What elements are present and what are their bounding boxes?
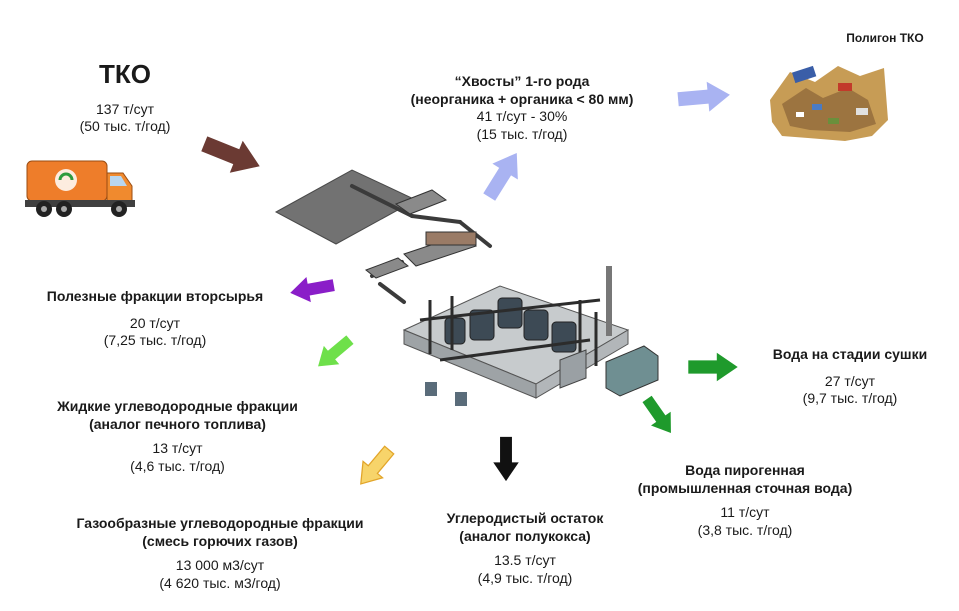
tails-block: “Хвосты” 1-го рода (неорганика + органик…: [372, 73, 672, 143]
recyclables-rate-day: 20 т/сут: [129, 314, 181, 331]
drying-water-rate-year: (9,7 тыс. т/год): [802, 390, 898, 406]
input-block: ТКО 137 т/сут (50 тыс. т/год): [60, 58, 190, 136]
liquid-rate-day: 13 т/сут: [152, 440, 203, 456]
recyclables-rate-year: (7,25 тыс. т/год): [103, 332, 207, 348]
carbon-rate-day: 13.5 т/сут: [494, 552, 556, 568]
liquid-fraction-block: Жидкие углеводородные фракции (аналог пе…: [25, 398, 330, 475]
drying-water-title: Вода на стадии сушки: [772, 346, 928, 362]
gas-rate-year: (4 620 тыс. м3/год): [159, 574, 281, 591]
liquid-rate-year: (4,6 тыс. т/год): [130, 457, 225, 474]
drying-water-block: Вода на стадии сушки 27 т/сут (9,7 тыс. …: [745, 346, 955, 408]
gas-title-line2: (смесь горючих газов): [142, 532, 298, 549]
waste-plant-3d-model: [274, 169, 659, 406]
input-title: ТКО: [99, 59, 151, 89]
carbon-rate-year: (4,9 тыс. т/год): [477, 569, 573, 586]
pyro-water-rate-year: (3,8 тыс. т/год): [697, 521, 793, 538]
input-arrow: [197, 127, 267, 183]
tails-title-line1: “Хвосты” 1-го рода: [454, 73, 590, 89]
liquid-title-line2: (аналог печного топлива): [89, 415, 266, 432]
landfill-image: [770, 65, 888, 141]
recyclables-block: Полезные фракции вторсырья 20 т/сут (7,2…: [10, 288, 300, 350]
drying-water-rate-day: 27 т/сут: [824, 372, 876, 389]
liquid-fraction-arrow: [310, 330, 358, 376]
drying-water-arrow: [688, 352, 738, 382]
tails-rate-year: (15 тыс. т/год): [476, 125, 568, 142]
landfill-arrow: [676, 79, 732, 115]
input-rate-year: (50 тыс. т/год): [79, 118, 171, 134]
gas-rate-day: 13 000 м3/сут: [175, 557, 265, 573]
pyro-water-rate-day: 11 т/сут: [720, 504, 770, 520]
carbon-residue-arrow: [493, 436, 519, 482]
tails-rate-day: 41 т/сут - 30%: [476, 108, 568, 124]
carbon-title-line2: (аналог полукокса): [459, 527, 591, 544]
input-rate-day: 137 т/сут: [96, 100, 154, 117]
gas-fraction-arrow: [350, 441, 400, 493]
liquid-title-line1: Жидкие углеводородные фракции: [57, 398, 298, 414]
pyro-water-title-line1: Вода пирогенная: [685, 462, 805, 478]
tails-title-line2: (неорганика + органика < 80 мм): [410, 90, 634, 107]
pyrogenic-water-arrow: [637, 392, 681, 440]
recyclables-title: Полезные фракции вторсырья: [46, 288, 264, 304]
tails-arrow: [476, 145, 530, 205]
pyrogenic-water-block: Вода пирогенная (промышленная сточная во…: [615, 462, 875, 539]
gas-title-line1: Газообразные углеводородные фракции: [76, 515, 364, 531]
carbon-title-line1: Углеродистый остаток: [446, 510, 604, 526]
garbage-truck-icon: [25, 160, 135, 217]
carbon-residue-block: Углеродистый остаток (аналог полукокса) …: [420, 510, 630, 587]
pyro-water-title-line2: (промышленная сточная вода): [637, 479, 853, 496]
landfill-label: Полигон ТКО: [846, 31, 924, 45]
gas-fraction-block: Газообразные углеводородные фракции (сме…: [40, 515, 400, 592]
